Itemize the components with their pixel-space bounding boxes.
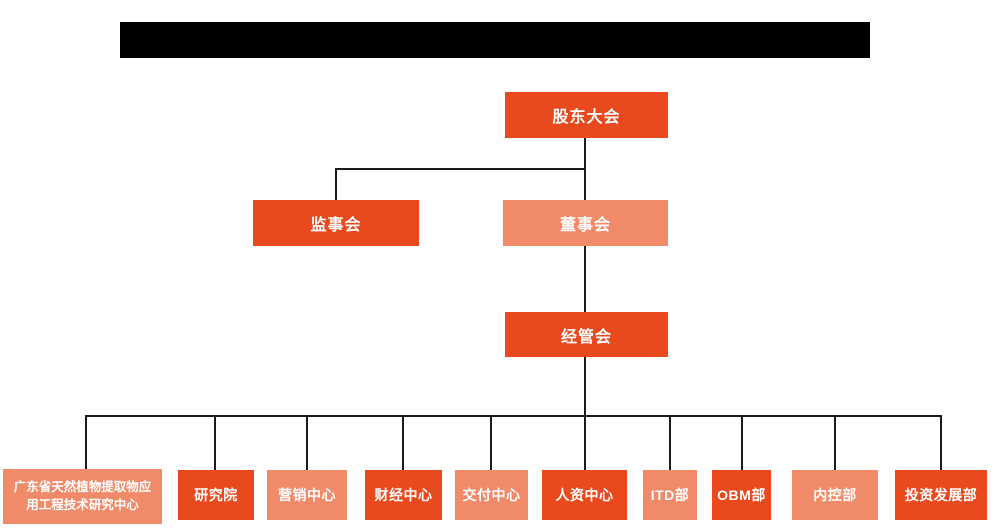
org-node-research-center: 广东省天然植物提取物应用工程技术研究中心 xyxy=(3,469,162,524)
connector-drop-dept-4 xyxy=(402,415,404,470)
org-node-delivery-center: 交付中心 xyxy=(455,470,528,520)
connector-drop-dept-6 xyxy=(584,415,586,470)
connector-drop-dept-10 xyxy=(940,415,942,470)
org-node-label: 交付中心 xyxy=(462,487,521,503)
org-node-label: 财经中心 xyxy=(374,487,433,503)
org-node-hr-center: 人资中心 xyxy=(542,470,627,520)
org-node-investment-development-department: 投资发展部 xyxy=(895,470,987,520)
org-node-finance-center: 财经中心 xyxy=(365,470,442,520)
connector-drop-dept-3 xyxy=(306,415,308,470)
connector-drop-dept-8 xyxy=(741,415,743,470)
connector-branch-horizontal xyxy=(335,168,586,170)
org-node-label: 股东大会 xyxy=(552,109,621,126)
connector-drop-dept-5 xyxy=(490,415,492,470)
redacted-title-bar xyxy=(120,22,870,58)
org-node-shareholders-meeting: 股东大会 xyxy=(505,92,668,138)
org-node-label: 投资发展部 xyxy=(904,487,978,503)
org-node-label: 监事会 xyxy=(310,217,362,234)
connector-management-bus xyxy=(584,357,586,417)
connector-drop-dept-1 xyxy=(85,415,87,470)
org-node-internal-control-department: 内控部 xyxy=(792,470,878,520)
org-node-itd-department: ITD部 xyxy=(643,470,697,520)
org-node-marketing-center: 营销中心 xyxy=(267,470,347,520)
org-node-label: 董事会 xyxy=(559,217,611,234)
org-node-label: 营销中心 xyxy=(278,487,336,503)
connector-drop-dept-7 xyxy=(669,415,671,470)
org-node-obm-department: OBM部 xyxy=(712,470,771,520)
connector-drop-dept-9 xyxy=(834,415,836,470)
org-node-supervisory-board: 监事会 xyxy=(253,200,419,246)
org-node-label: 研究院 xyxy=(194,487,238,503)
connector-drop-supervisors xyxy=(335,168,337,200)
connector-bus-horizontal xyxy=(85,415,942,417)
org-node-label: OBM部 xyxy=(717,487,766,503)
org-node-label: ITD部 xyxy=(650,487,690,503)
org-node-label: 广东省天然植物提取物应用工程技术研究中心 xyxy=(13,480,152,512)
connector-board-management xyxy=(584,246,586,312)
org-node-board-of-directors: 董事会 xyxy=(503,200,668,246)
org-node-research-institute: 研究院 xyxy=(178,470,254,520)
connector-drop-dept-2 xyxy=(214,415,216,470)
org-node-management-committee: 经管会 xyxy=(505,312,668,357)
org-node-label: 经管会 xyxy=(560,328,612,346)
org-node-label: 内控部 xyxy=(813,487,857,503)
org-node-label: 人资中心 xyxy=(555,487,614,503)
